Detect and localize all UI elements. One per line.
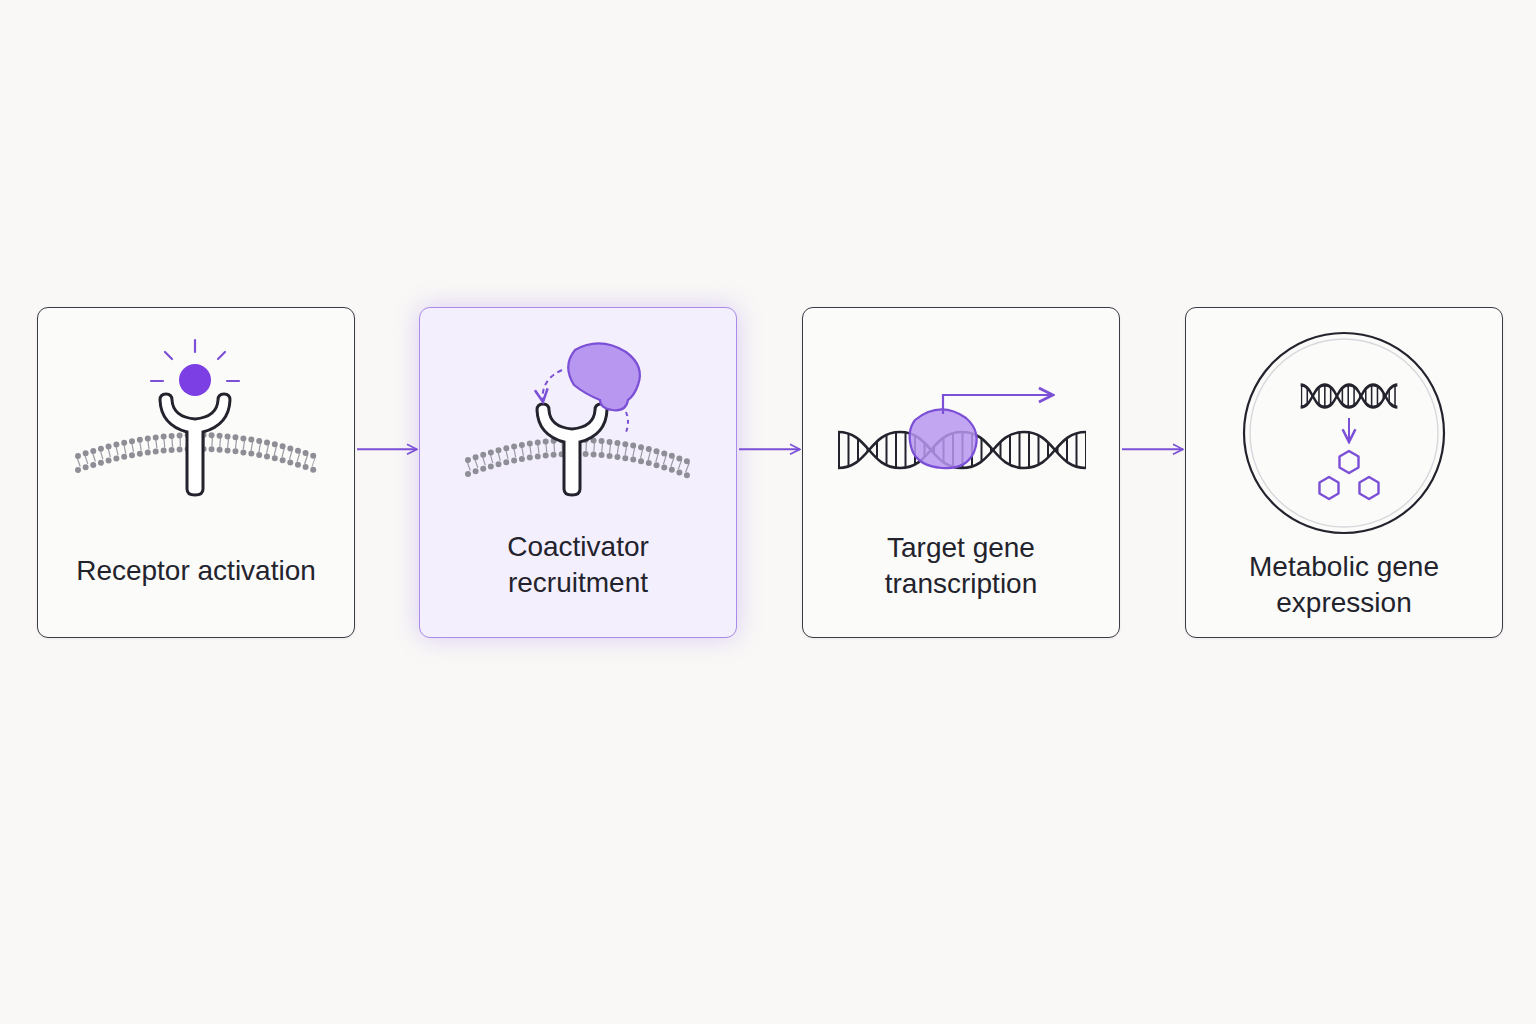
expression-arrow (1348, 418, 1350, 442)
coactivator-protein (568, 343, 640, 410)
cell-outline (1244, 333, 1444, 533)
transcription-arrow (943, 395, 1053, 414)
ligand-signal (151, 340, 239, 396)
label-wrap: Coactivator recruitment (434, 505, 722, 625)
cell-inner (1250, 339, 1438, 527)
dna-helix (1301, 385, 1398, 407)
recruit-arrow (543, 370, 562, 402)
recruit-trace (626, 412, 628, 432)
polymerase-blob (910, 409, 977, 468)
step-box: Metabolic gene expression (1185, 307, 1503, 638)
flow-arrow (357, 448, 417, 450)
step-box: Receptor activation (37, 307, 355, 638)
step-label: Coactivator recruitment (435, 529, 721, 601)
label-wrap: Metabolic gene expression (1200, 525, 1488, 645)
flow-arrow (1122, 448, 1183, 450)
metabolite-hexagons (1320, 451, 1379, 499)
step-label: Target gene transcription (818, 530, 1104, 602)
label-wrap: Receptor activation (52, 511, 340, 631)
flow-arrow (739, 448, 800, 450)
step-label: Receptor activation (76, 553, 316, 589)
membrane-bilayer (78, 435, 314, 470)
receptor-symbol (160, 394, 230, 495)
dna-helix (838, 432, 1086, 468)
step-box: Target gene transcription (802, 307, 1120, 638)
label-wrap: Target gene transcription (817, 506, 1105, 626)
step-label: Metabolic gene expression (1201, 549, 1487, 621)
receptor-symbol (537, 404, 607, 495)
membrane-bilayer (468, 440, 694, 478)
step-box: Coactivator recruitment (419, 307, 737, 638)
